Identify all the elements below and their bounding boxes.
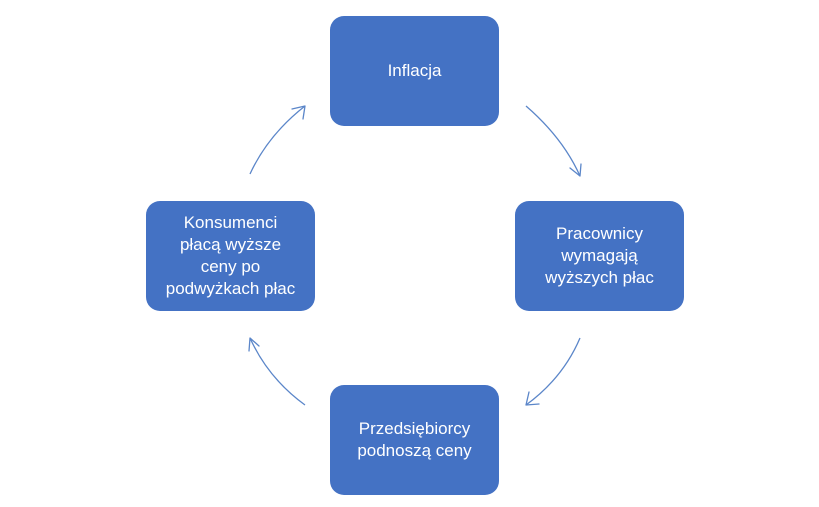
node-inflation: Inflacja [330,16,499,126]
arrow-entrepreneurs-to-consumers [248,337,306,406]
node-consumers-pay-higher-prices: Konsumenci płacą wyższe ceny po podwyżka… [146,201,315,311]
node-inflation-label: Inflacja [387,61,442,80]
node-workers-demand-higher-wages: Pracownicy wymagają wyższych płac [515,201,684,311]
node-entrepreneurs-raise-prices: Przedsiębiorcy podnoszą ceny [330,385,499,495]
arrow-workers-to-entrepreneurs [525,337,581,406]
node-entrepreneurs-label: Przedsiębiorcy podnoszą ceny [357,419,472,460]
node-workers-label: Pracownicy wymagają wyższych płac [545,224,654,287]
node-consumers-label: Konsumenci płacą wyższe ceny po podwyżka… [165,213,296,298]
arrow-inflation-to-workers [525,105,582,177]
arrow-consumers-to-inflation [249,105,306,175]
